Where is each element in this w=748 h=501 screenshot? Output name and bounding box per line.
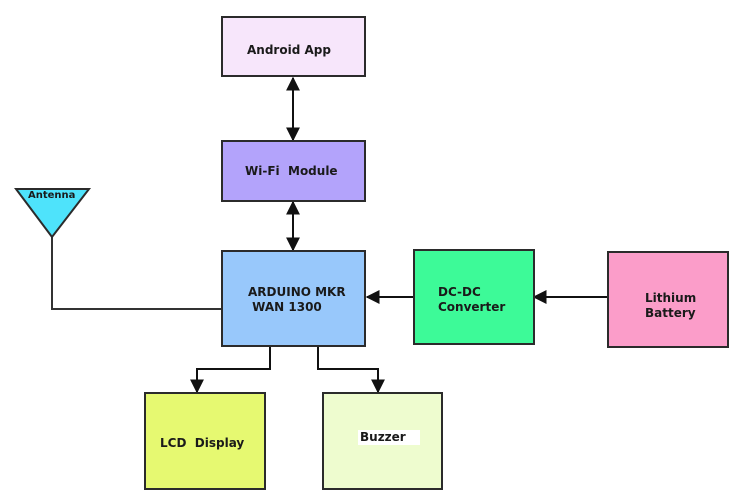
node-buzzer: Buzzer	[322, 392, 443, 490]
arduino-label-line2: WAN 1300	[248, 300, 322, 314]
edge-antenna-arduino	[51, 236, 222, 310]
node-wifi-module: Wi-Fi Module	[221, 140, 366, 202]
node-dc-converter: DC-DC Converter	[413, 249, 535, 345]
edge-arduino-lcd	[190, 346, 271, 394]
antenna-icon	[14, 188, 92, 239]
wifi-module-label: Wi-Fi Module	[245, 164, 338, 178]
lcd-display-label: LCD Display	[160, 436, 245, 450]
dc-converter-label-line1: DC-DC	[438, 285, 481, 299]
android-app-label: Android App	[247, 43, 331, 57]
battery-label-line1: Lithium	[645, 291, 697, 305]
dc-converter-label-line2: Converter	[438, 300, 506, 314]
node-lithium-battery: Lithium Battery	[607, 251, 729, 348]
node-android-app: Android App	[221, 16, 366, 77]
arduino-label-line1: ARDUINO MKR	[248, 285, 346, 299]
battery-label-line2: Battery	[645, 306, 696, 320]
buzzer-label: Buzzer	[358, 430, 420, 445]
antenna-label: Antenna	[28, 190, 76, 201]
node-arduino: ARDUINO MKR WAN 1300	[221, 250, 366, 347]
node-lcd-display: LCD Display	[144, 392, 266, 490]
edge-arduino-buzzer	[317, 346, 385, 394]
